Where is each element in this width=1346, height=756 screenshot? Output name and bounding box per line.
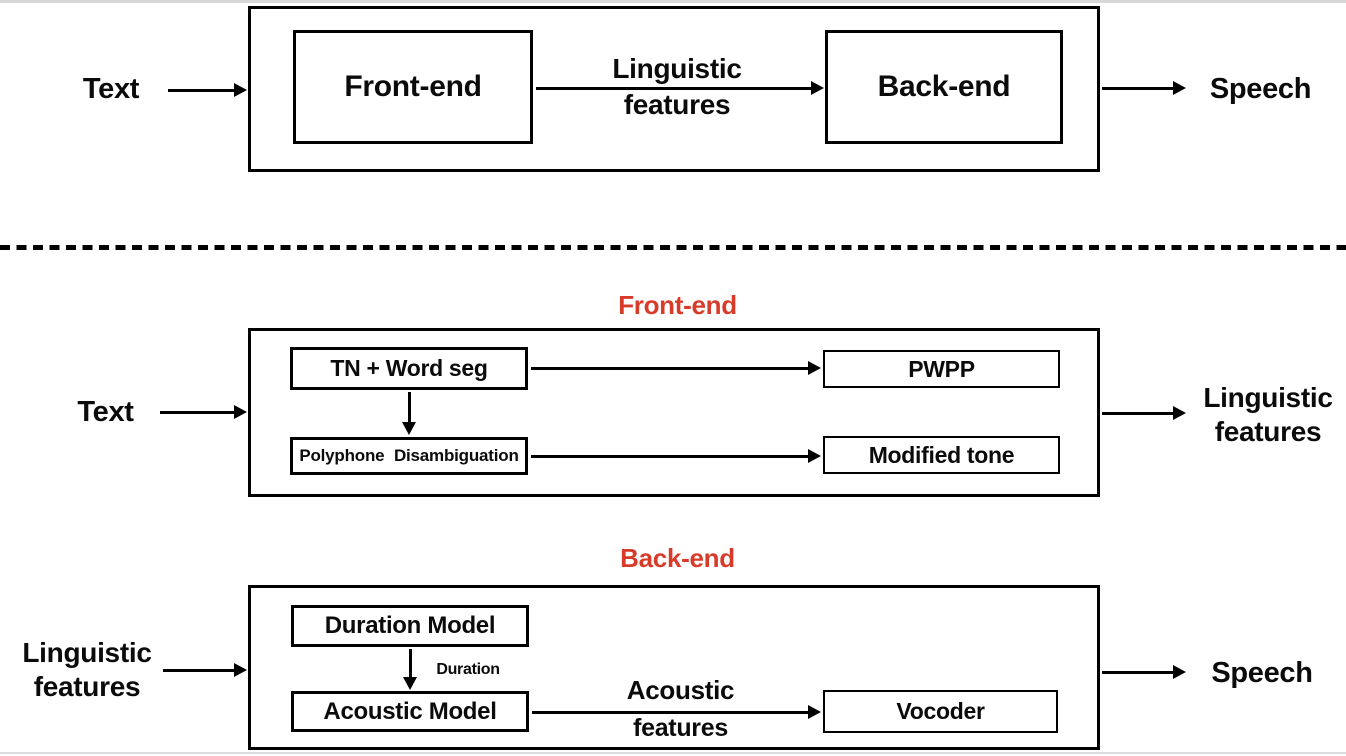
- arrow-shaft: [1102, 670, 1177, 674]
- pwpp-box: PWPP: [823, 350, 1060, 388]
- arrow-shaft: [1102, 411, 1177, 415]
- arrow-head-right-icon: [808, 705, 821, 719]
- arrow-shaft: [531, 454, 812, 458]
- backend-section-title: Back-end: [620, 543, 735, 573]
- arrow-head-down-icon: [402, 422, 416, 435]
- modified-tone-box: Modified tone: [823, 436, 1060, 474]
- arrow-head-down-icon: [403, 677, 417, 690]
- arrow-head-right-icon: [811, 81, 824, 95]
- acoustic-model-box: Acoustic Model: [291, 691, 529, 732]
- frontend-output-label-line1: Linguistic: [1203, 382, 1333, 413]
- arrow-frontend-to-backend: [536, 80, 824, 96]
- frontend-section-title: Front-end: [618, 290, 737, 320]
- polyphone-disambiguation-box: Polyphone Disambiguation: [290, 437, 528, 475]
- arrow-overview-to-speech: [1102, 80, 1186, 96]
- arrow-tn-to-polyphone: [401, 392, 417, 435]
- acoustic-features-label-line1: Acoustic: [626, 675, 735, 705]
- arrow-head-right-icon: [234, 405, 247, 419]
- duration-model-label: Duration Model: [324, 612, 496, 639]
- duration-arrow-label: Duration: [436, 661, 500, 678]
- modified-tone-label: Modified tone: [868, 441, 1015, 468]
- bottom-edge-line: [0, 752, 1346, 754]
- arrow-shaft: [407, 392, 411, 426]
- overview-frontend-box: Front-end: [293, 30, 533, 144]
- acoustic-features-label-line2: features: [633, 714, 728, 742]
- arrow-head-right-icon: [234, 83, 247, 97]
- overview-output-label: Speech: [1209, 73, 1312, 105]
- arrow-head-right-icon: [1173, 406, 1186, 420]
- arrow-tn-to-pwpp: [531, 360, 821, 376]
- arrow-shaft: [536, 86, 815, 90]
- arrow-shaft: [408, 649, 412, 681]
- arrow-head-right-icon: [808, 449, 821, 463]
- arrow-backend-detail-output: [1102, 664, 1186, 680]
- arrow-polyphone-to-modified-tone: [531, 448, 821, 464]
- polyphone-disambiguation-label: Polyphone Disambiguation: [299, 446, 519, 465]
- overview-linguistic-label-line1: Linguistic: [612, 53, 742, 84]
- arrow-shaft: [532, 710, 812, 714]
- overview-backend-label: Back-end: [877, 70, 1011, 103]
- arrow-text-to-frontend-detail: [160, 404, 247, 420]
- arrow-shaft: [168, 88, 238, 92]
- frontend-output-label-line2: features: [1214, 416, 1322, 447]
- overview-backend-box: Back-end: [825, 30, 1063, 144]
- arrow-head-right-icon: [234, 663, 247, 677]
- tn-word-seg-box: TN + Word seg: [290, 347, 528, 390]
- arrow-head-right-icon: [1173, 665, 1186, 679]
- arrow-shaft: [160, 410, 238, 414]
- dashed-divider: [0, 245, 1346, 250]
- arrow-shaft: [163, 668, 238, 672]
- overview-linguistic-label-line2: features: [623, 89, 731, 120]
- pwpp-label: PWPP: [908, 355, 975, 382]
- arrow-text-to-overview: [168, 82, 247, 98]
- arrow-frontend-detail-output: [1102, 405, 1186, 421]
- frontend-input-label: Text: [77, 396, 134, 428]
- arrow-duration-to-acoustic: [402, 649, 418, 690]
- vocoder-box: Vocoder: [823, 690, 1058, 733]
- arrow-shaft: [1102, 86, 1177, 90]
- arrow-acoustic-to-vocoder: [532, 704, 821, 720]
- arrow-head-right-icon: [1173, 81, 1186, 95]
- arrow-head-right-icon: [808, 361, 821, 375]
- arrow-linguistic-to-backend-detail: [163, 662, 247, 678]
- arrow-shaft: [531, 366, 812, 370]
- acoustic-model-label: Acoustic Model: [323, 697, 497, 725]
- top-edge-line: [0, 0, 1346, 3]
- overview-input-label: Text: [82, 73, 140, 105]
- backend-input-label-line1: Linguistic: [22, 637, 152, 668]
- vocoder-label: Vocoder: [896, 698, 985, 724]
- backend-output-label: Speech: [1211, 657, 1313, 689]
- duration-model-box: Duration Model: [291, 605, 529, 647]
- overview-frontend-label: Front-end: [344, 70, 482, 103]
- backend-input-label-line2: features: [33, 671, 141, 702]
- tn-word-seg-label: TN + Word seg: [330, 355, 488, 381]
